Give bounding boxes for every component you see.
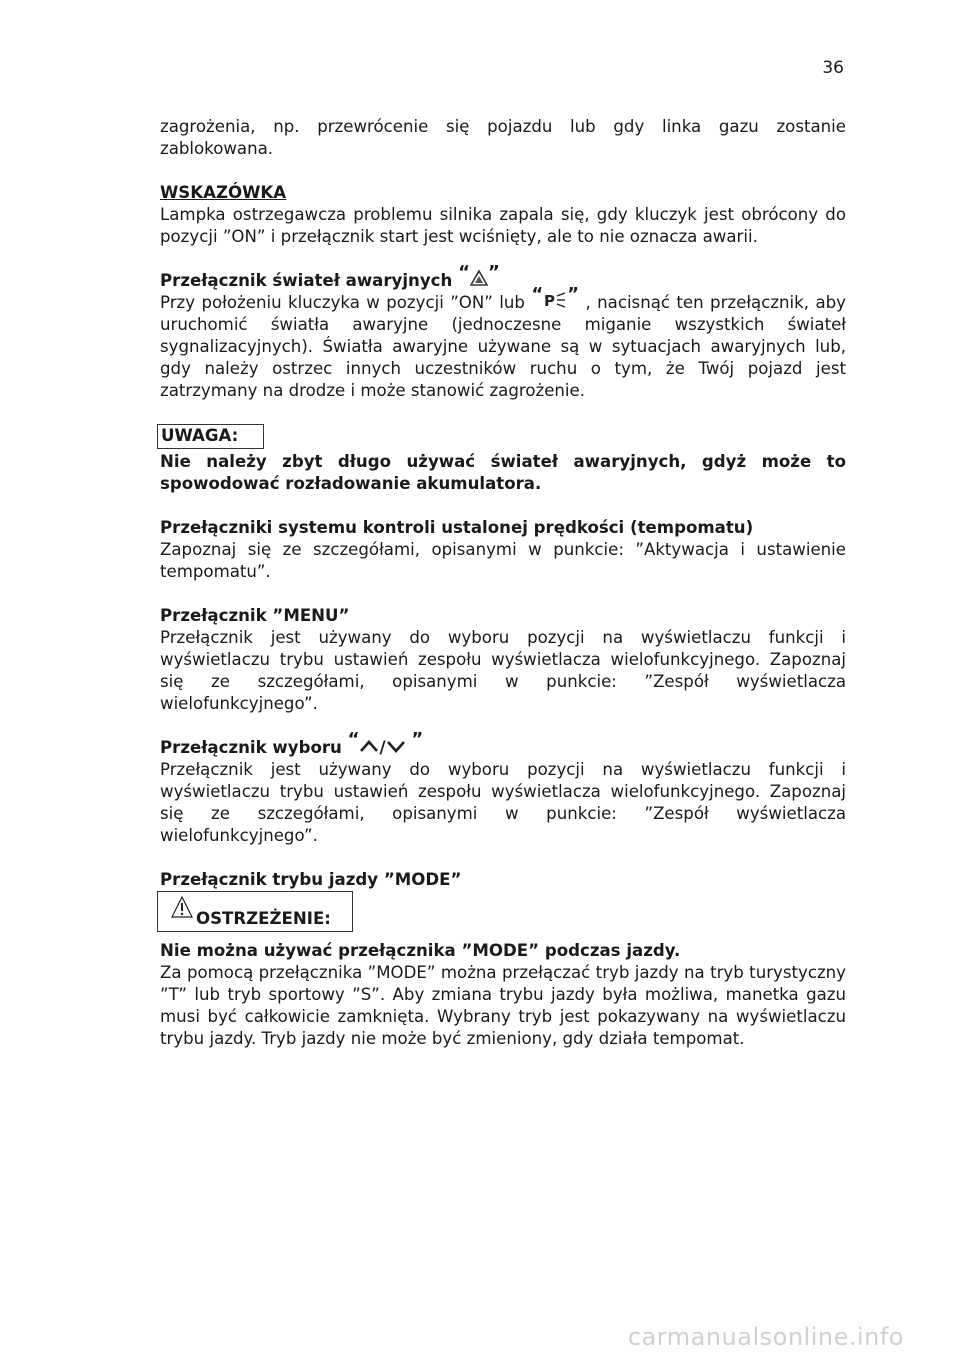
hazard-text: Przy położeniu kluczyka w pozycji ”ON” l… [160, 284, 846, 402]
hazard-open-quote: “ [458, 262, 470, 283]
chevron-up-icon [359, 737, 379, 759]
svg-text:P: P [544, 292, 555, 308]
select-close-quote: ” [411, 729, 424, 750]
menu-title: Przełącznik ”MENU” [160, 606, 350, 625]
select-title-text: Przełącznik wyboru [160, 738, 342, 757]
watermark: carmanualsonline.info [627, 1323, 904, 1351]
intro-paragraph: zagrożenia, np. przewrócenie się pojazdu… [160, 117, 846, 158]
hazard-title-text: Przełącznik świateł awaryjnych [160, 271, 453, 290]
hazard-close-quote: ” [487, 262, 500, 283]
uwaga-label: UWAGA: [161, 426, 239, 445]
wskazowka-title: WSKAZÓWKA [160, 183, 287, 202]
mode-text: Za pomocą przełącznika ”MODE” można prze… [160, 963, 846, 1048]
select-slash: / [379, 738, 386, 757]
cruise-title: Przełączniki systemu kontroli ustalonej … [160, 518, 754, 537]
page-number: 36 [822, 58, 844, 78]
hazard-close-quote-2: ” [567, 284, 580, 305]
select-title: Przełącznik wyboru “ / ” [160, 729, 846, 759]
uwaga-box: UWAGA: [157, 424, 264, 449]
menu-text: Przełącznik jest używany do wyboru pozyc… [160, 628, 846, 713]
mode-title: Przełącznik trybu jazdy ”MODE” [160, 870, 462, 889]
wskazowka-text: Lampka ostrzegawcza problemu silnika zap… [160, 205, 846, 246]
hazard-text-before: Przy położeniu kluczyka w pozycji ”ON” l… [160, 293, 525, 312]
select-text: Przełącznik jest używany do wyboru pozyc… [160, 760, 846, 845]
warning-box: OSTRZEŻENIE: [157, 891, 353, 932]
warning-triangle-icon [170, 895, 194, 925]
parking-light-icon: P [543, 292, 567, 314]
warning-text: Nie można używać przełącznika ”MODE” pod… [160, 941, 681, 960]
warning-label: OSTRZEŻENIE: [196, 909, 331, 928]
chevron-down-icon [386, 737, 406, 759]
page-content: zagrożenia, np. przewrócenie się pojazdu… [157, 116, 846, 1050]
uwaga-text: Nie należy zbyt długo używać świateł awa… [160, 452, 846, 493]
cruise-text: Zapoznaj się ze szczegółami, opisanymi w… [160, 540, 846, 581]
hazard-title: Przełącznik świateł awaryjnych “ ” [160, 262, 846, 292]
hazard-triangle-icon [469, 269, 489, 292]
select-open-quote: “ [347, 729, 360, 750]
hazard-open-quote-2: “ [531, 284, 544, 305]
hazard-text-after: , nacisnąć ten przełącznik, aby uruchomi… [160, 293, 846, 400]
